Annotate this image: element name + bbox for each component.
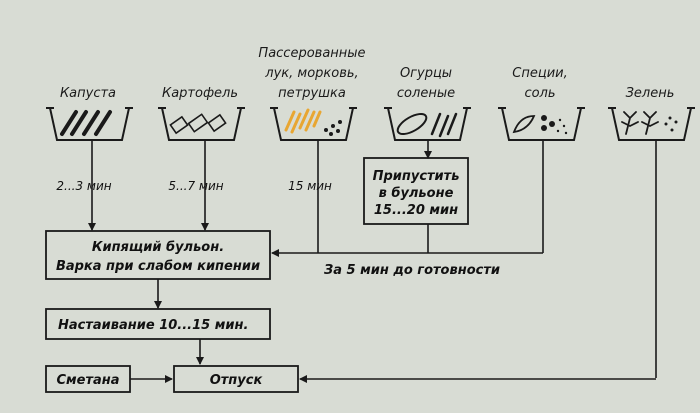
infuse-box [45, 308, 271, 340]
saute-pot-icon [270, 107, 357, 141]
greens-pot-icon [608, 107, 695, 141]
simmer-box [363, 157, 469, 225]
label-potato: Картофель [162, 86, 238, 101]
serve-label: Отпуск [210, 373, 264, 388]
before-ready-label: За 5 мин до готовности [324, 263, 500, 278]
cabbage-pot-icon [46, 107, 133, 141]
time-potato: 5...7 мин [168, 179, 223, 193]
simmer-line3: 15...20 мин [374, 203, 458, 218]
simmer-line1: Припустить [373, 169, 460, 184]
boil-line1: Кипящий бульон. [92, 240, 224, 255]
sour-cream-label: Сметана [56, 373, 119, 388]
label-saute-line2: лук, морковь, [264, 66, 358, 81]
label-pickles-line1: Огурцы [400, 66, 452, 81]
label-saute-line3: петрушка [278, 86, 346, 101]
label-greens: Зелень [626, 86, 675, 101]
label-spices-line1: Специи, [512, 66, 567, 81]
simmer-line2: в бульоне [379, 186, 454, 201]
serve-box [173, 365, 299, 393]
time-saute: 15 мин [288, 179, 332, 193]
label-spices-line2: соль [524, 86, 555, 101]
infuse-label: Настаивание 10...15 мин. [58, 318, 248, 333]
label-pickles-line2: соленые [397, 86, 455, 101]
label-cabbage: Капуста [60, 86, 116, 101]
boil-line2: Варка при слабом кипении [56, 259, 260, 274]
potato-pot-icon [158, 107, 245, 141]
time-cabbage: 2...3 мин [56, 179, 111, 193]
label-saute-line1: Пассерованные [258, 46, 365, 61]
pickles-pot-icon [384, 107, 471, 141]
spices-pot-icon [498, 107, 585, 141]
